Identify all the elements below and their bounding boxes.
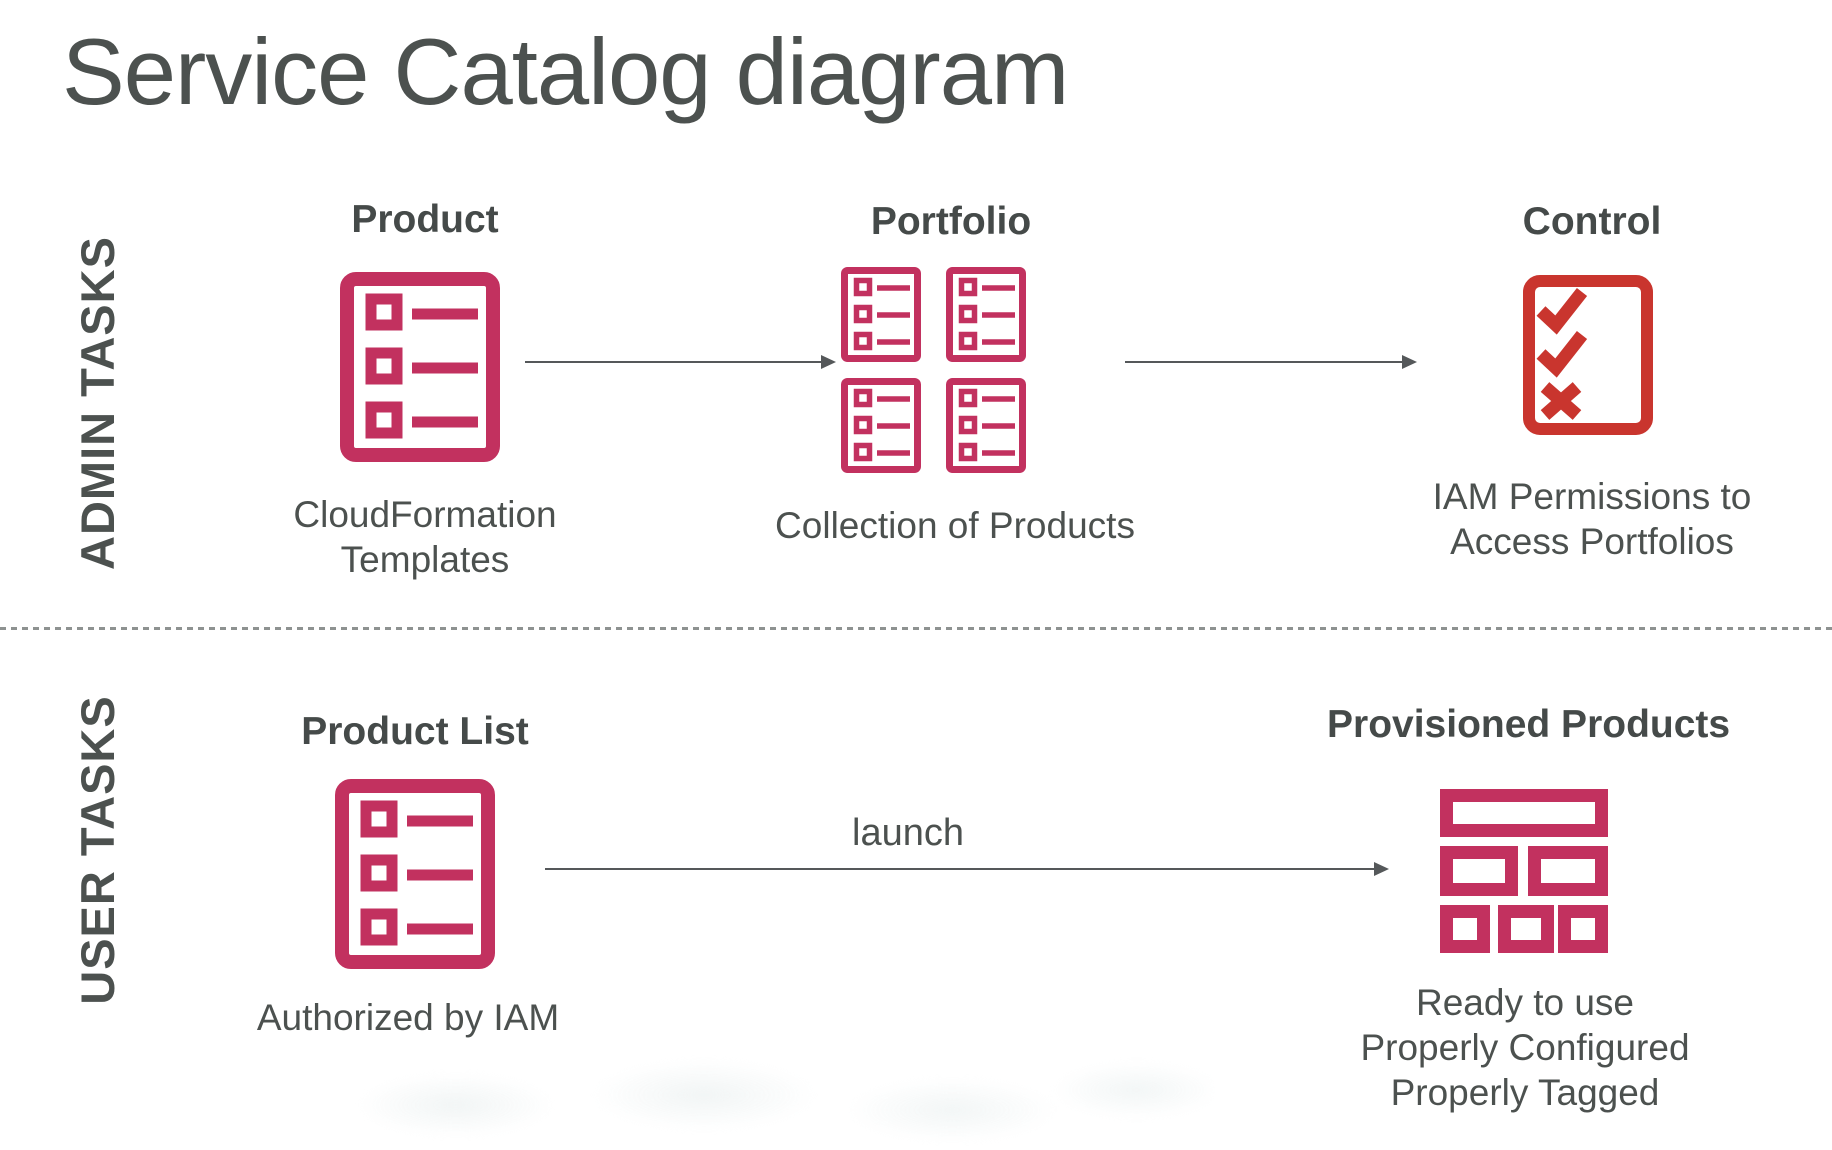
arrow-portfolio-to-control-icon [1125, 355, 1417, 369]
portfolio-item-icon [841, 267, 921, 362]
provisioned-products-caption: Ready to use Properly Configured Properl… [1360, 982, 1690, 1113]
control-checklist-icon [1523, 275, 1653, 435]
product-list-heading: Product List [301, 710, 529, 753]
control-caption: IAM Permissions to Access Portfolios [1432, 476, 1752, 562]
provisioned-products-icon [1440, 789, 1608, 953]
product-heading: Product [351, 198, 499, 241]
faint-smudge [290, 1050, 1210, 1150]
product-caption: CloudFormation Templates [293, 494, 557, 580]
provisioned-products-heading: Provisioned Products [1327, 703, 1731, 746]
launch-arrow-icon [545, 862, 1389, 876]
admin-tasks-label: ADMIN TASKS [71, 236, 124, 570]
launch-label: launch [852, 812, 964, 854]
user-tasks-label: USER TASKS [71, 695, 124, 1005]
product-list-caption: Authorized by IAM [256, 997, 560, 1038]
product-list-icon [340, 272, 500, 462]
product-list-icon [335, 779, 495, 969]
portfolio-item-icon [946, 378, 1026, 473]
arrow-product-to-portfolio-icon [525, 355, 836, 369]
control-heading: Control [1522, 200, 1662, 243]
portfolio-item-icon [841, 378, 921, 473]
section-divider [0, 627, 1832, 630]
page-title: Service Catalog diagram [62, 19, 1069, 124]
portfolio-heading: Portfolio [870, 200, 1032, 243]
portfolio-caption: Collection of Products [775, 505, 1135, 546]
portfolio-item-icon [946, 267, 1026, 362]
